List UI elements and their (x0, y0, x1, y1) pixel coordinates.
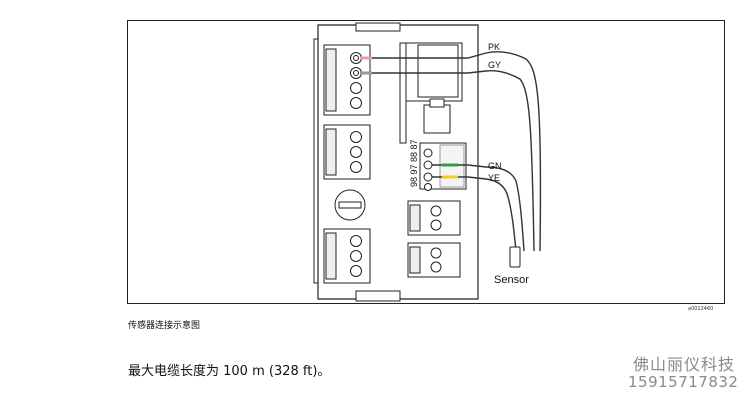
terminal-block-3 (323, 228, 371, 284)
upper-module (399, 42, 463, 144)
figure-id: a0012460 (688, 306, 714, 312)
wire-gn (432, 164, 525, 252)
wire-gy (360, 69, 535, 252)
diagram-frame: 98 97 88 87 P (127, 20, 725, 304)
sensor-wiring-diagram: 98 97 88 87 P (313, 22, 542, 302)
terminal-block-4 (407, 200, 461, 236)
round-cover (334, 189, 366, 221)
sensor-wires (360, 51, 542, 252)
wire-ye (432, 176, 517, 252)
terminal-block-5 (407, 242, 461, 278)
sensor-terminal (419, 142, 467, 191)
housing-bottom-tab (355, 290, 401, 302)
device-housing (317, 24, 479, 300)
watermark-phone: 15915717832 (628, 373, 739, 391)
wire-pk (360, 51, 542, 252)
housing-top-tab (355, 22, 401, 32)
watermark-company: 佛山丽仪科技 (633, 355, 736, 374)
terminal-number-label: 98 97 88 87 (409, 139, 419, 187)
figure-caption: 传感器连接示意图 (128, 321, 201, 331)
wire-label-gy: GY (488, 60, 501, 70)
wire-label-ye: YE (488, 173, 500, 183)
sensor-label: Sensor (494, 274, 529, 286)
cable-length-note: 最大电缆长度为 100 m (328 ft)。 (128, 364, 331, 379)
wire-label-pk: PK (488, 42, 500, 52)
wire-label-gn: GN (488, 161, 502, 171)
terminal-block-1 (323, 44, 371, 116)
sensor-probe (509, 246, 521, 268)
terminal-block-2 (323, 124, 371, 180)
